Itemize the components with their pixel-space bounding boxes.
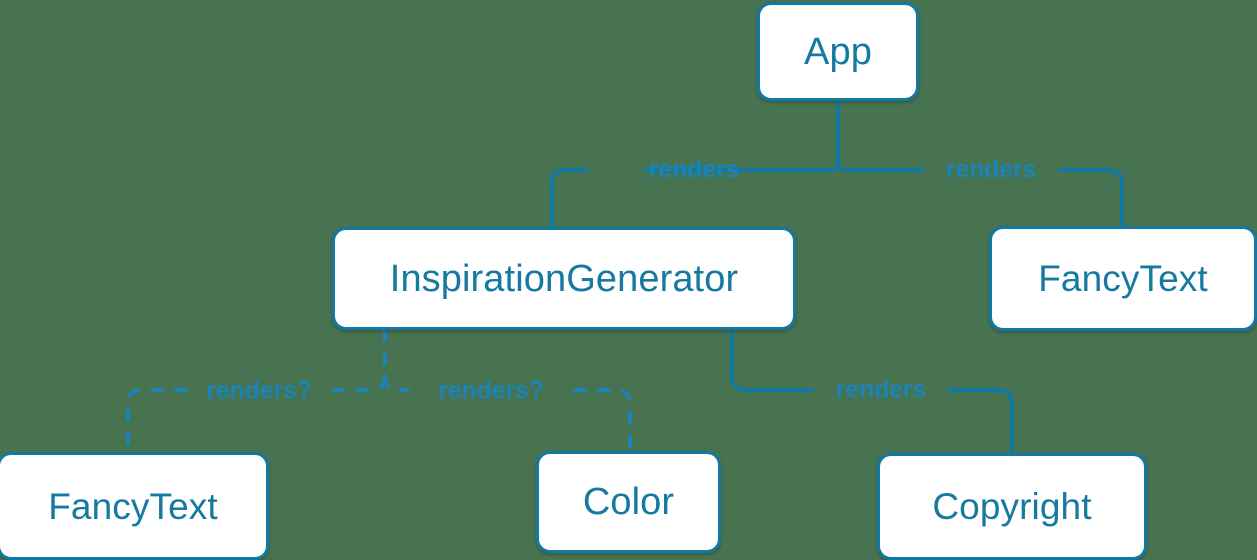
edge-app-fancytext-path bbox=[836, 160, 924, 172]
node-app[interactable]: App bbox=[757, 2, 919, 101]
edge-inspgen-copyright-path-2 bbox=[948, 388, 1014, 455]
edge-inspgen-color-path-2 bbox=[573, 388, 632, 453]
node-inspiration-generator-label: InspirationGenerator bbox=[389, 257, 739, 300]
node-color-label: Color bbox=[582, 481, 675, 523]
edge-label-app-inspgen: renders bbox=[648, 155, 740, 184]
edge-label-inspgen-fancytext: renders? bbox=[206, 376, 312, 405]
edge-app-inspgen-path-2 bbox=[550, 168, 589, 229]
node-fancytext-left[interactable]: FancyText bbox=[0, 452, 269, 560]
node-copyright-label: Copyright bbox=[932, 486, 1092, 527]
edge-label-inspgen-copyright: renders bbox=[835, 375, 927, 404]
edge-app-fancytext-path-2 bbox=[1058, 168, 1124, 228]
node-app-label: App bbox=[804, 30, 872, 73]
node-copyright[interactable]: Copyright bbox=[877, 453, 1147, 560]
node-color[interactable]: Color bbox=[536, 451, 721, 553]
node-inspiration-generator[interactable]: InspirationGenerator bbox=[332, 227, 796, 330]
node-fancytext-right[interactable]: FancyText bbox=[989, 226, 1257, 331]
edge-inspgen-copyright-path bbox=[730, 328, 814, 392]
edge-label-inspgen-color: renders? bbox=[438, 376, 544, 405]
edge-inspgen-fancytext-path bbox=[330, 328, 387, 392]
node-fancytext-left-label: FancyText bbox=[48, 485, 218, 527]
edge-inspgen-color-path bbox=[383, 374, 410, 392]
edge-inspgen-fancytext-path-2 bbox=[126, 388, 188, 454]
edge-label-app-fancytext: renders bbox=[945, 155, 1037, 184]
node-fancytext-right-label: FancyText bbox=[1038, 258, 1208, 299]
